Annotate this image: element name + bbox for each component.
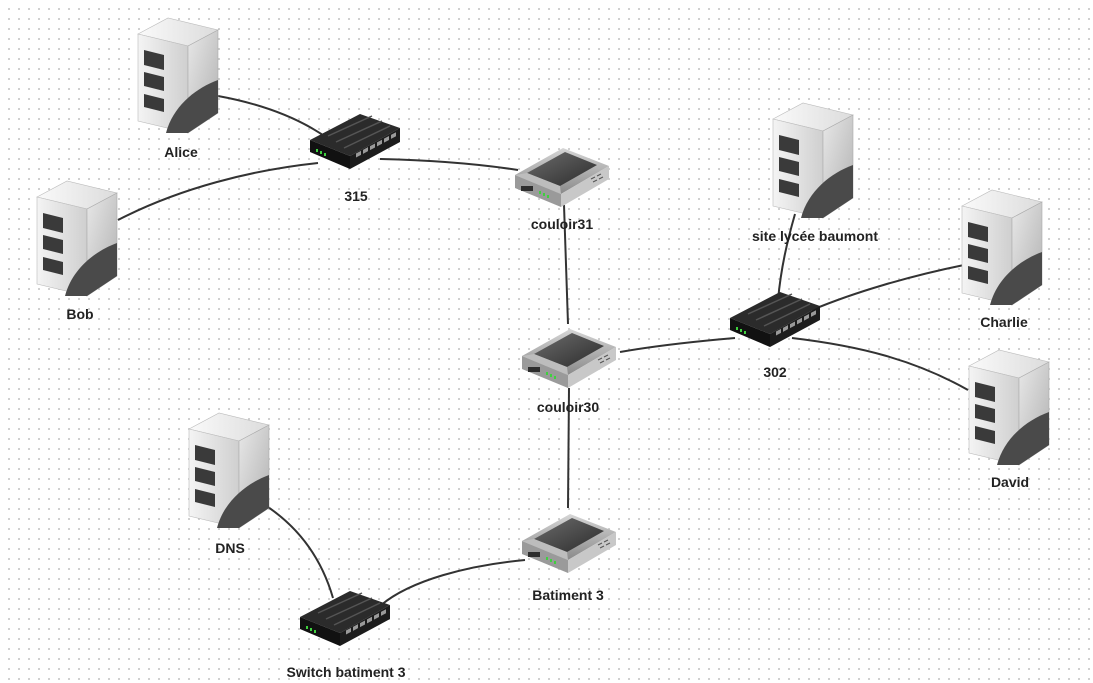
node-label-bob: Bob — [66, 306, 94, 322]
node-label-couloir31: couloir31 — [530, 216, 594, 232]
router-icon[interactable] — [522, 329, 616, 388]
switch-icon[interactable] — [310, 114, 400, 169]
link-site-302 — [777, 213, 796, 301]
switch-icon[interactable] — [300, 591, 390, 646]
link-batiment3-swbat3 — [379, 559, 526, 607]
node-label-david: David — [990, 474, 1030, 490]
node-label-302: 302 — [763, 364, 787, 380]
node-label-switch-batiment-3: Switch batiment 3 — [286, 664, 406, 680]
node-label-alice: Alice — [164, 144, 198, 160]
node-label-site-lycee-baumont: site lycée baumont — [751, 228, 879, 244]
link-302-couloir30 — [619, 337, 736, 353]
server-icon[interactable] — [137, 17, 219, 134]
node-label-charlie: Charlie — [980, 314, 1028, 330]
link-dns-swbat3 — [264, 504, 334, 599]
links-layer — [117, 95, 969, 607]
node-label-batiment-3: Batiment 3 — [532, 587, 604, 603]
link-bob-315 — [117, 162, 319, 221]
node-label-couloir30: couloir30 — [536, 399, 600, 415]
router-icon[interactable] — [522, 514, 616, 573]
link-david-302 — [791, 337, 969, 391]
switch-icon[interactable] — [730, 292, 820, 347]
server-icon[interactable] — [188, 412, 270, 529]
link-315-couloir31 — [379, 158, 519, 171]
link-charlie-302 — [811, 264, 965, 311]
link-alice-315 — [217, 95, 331, 141]
server-icon[interactable] — [961, 189, 1043, 306]
server-icon[interactable] — [968, 349, 1050, 466]
node-label-dns: DNS — [215, 540, 245, 556]
link-couloir30-batiment3 — [567, 387, 570, 509]
server-icon[interactable] — [772, 102, 854, 219]
server-icon[interactable] — [36, 180, 118, 297]
link-couloir31-couloir30 — [563, 204, 569, 325]
node-label-315: 315 — [344, 188, 368, 204]
router-icon[interactable] — [515, 148, 609, 207]
